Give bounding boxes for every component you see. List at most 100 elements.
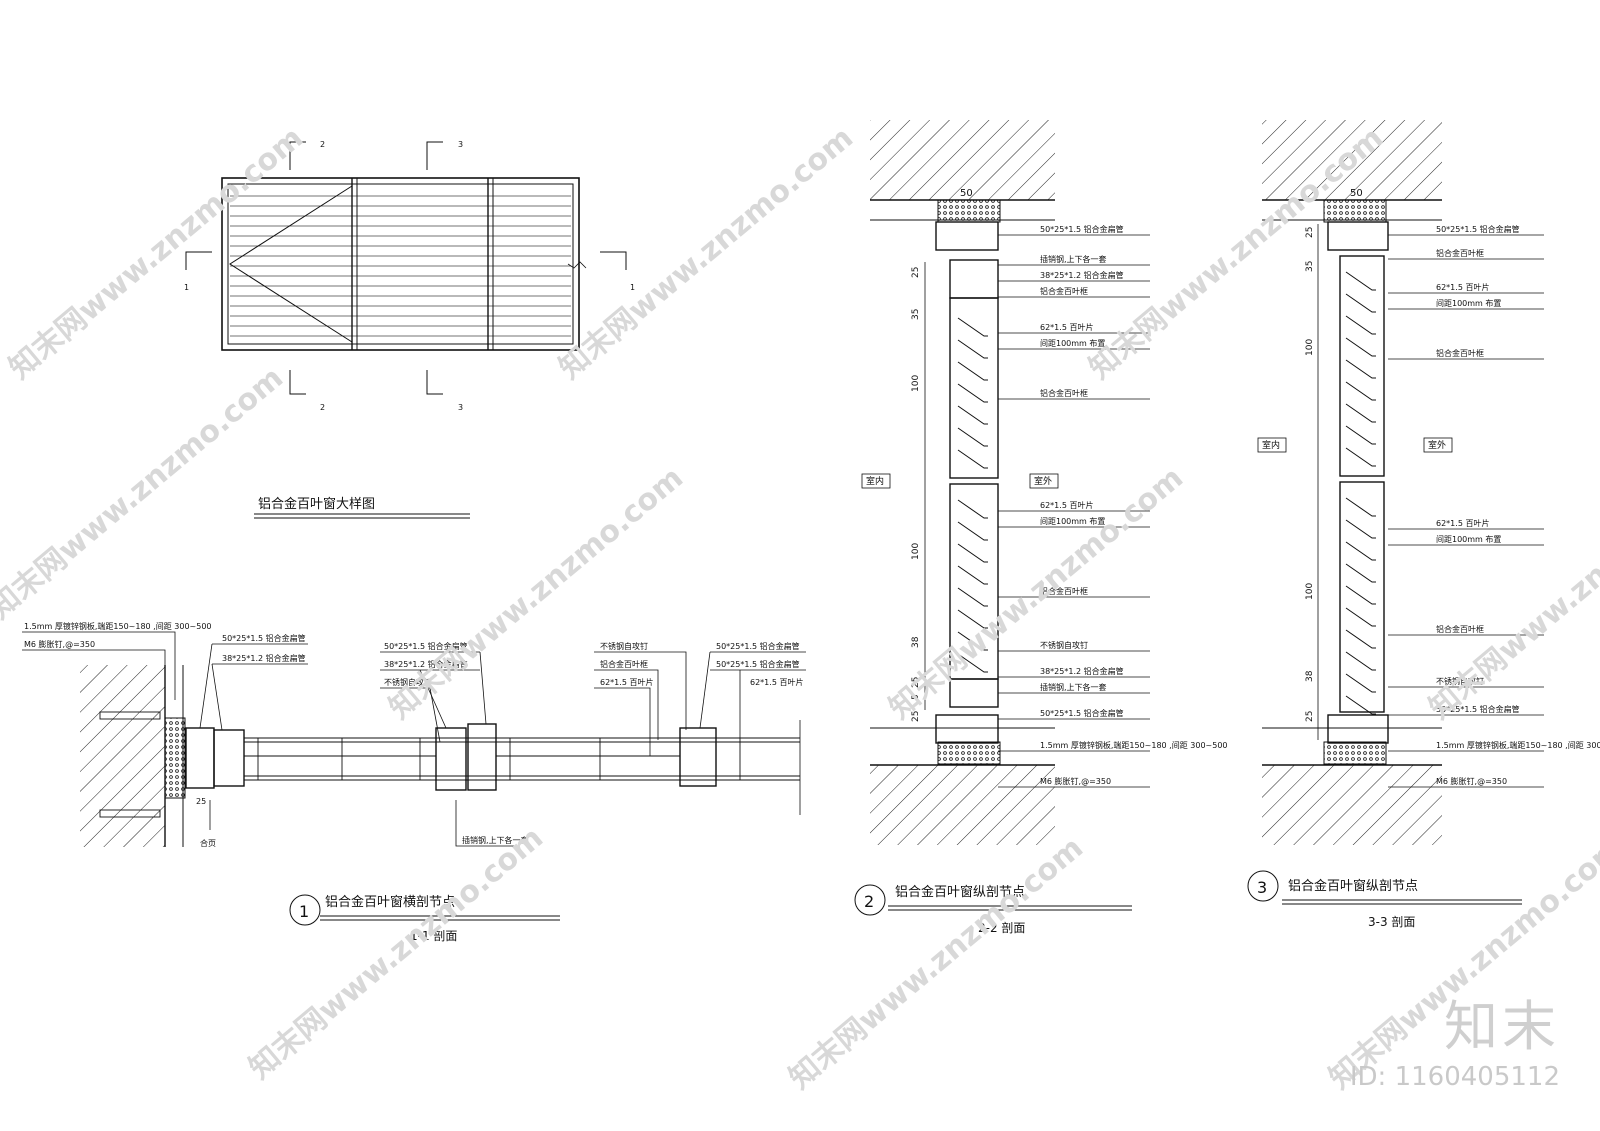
louver-blade (957, 427, 988, 447)
label-pipe-38: 38*25*1.2 铝合金扁管 (222, 653, 306, 663)
dim-label: 25 (1305, 227, 1315, 238)
watermark-text: 知末网www.znzmo.com (1083, 120, 1390, 386)
wall-hatch (80, 665, 165, 847)
top-dim: 50 (960, 188, 973, 199)
watermark-text: 知末网www.znzmo.com (783, 830, 1090, 1096)
label-pipe-50b: 50*25*1.5 铝合金扁管 (384, 641, 468, 651)
section-mark-3-bottom (426, 370, 443, 395)
section-mark-3-top (426, 141, 443, 170)
detail-number-circle (1247, 870, 1279, 902)
indoor-label: 室内 (1262, 439, 1280, 451)
louver-blade (1345, 563, 1376, 583)
leader-label: 50*25*1.5 铝合金扁管 (1436, 704, 1520, 714)
louver-blade (1345, 403, 1376, 423)
leader-label: 铝合金百叶框 (1040, 286, 1088, 296)
sealant-foam (164, 717, 186, 799)
louver-blade (957, 631, 988, 651)
leader-label: 38*25*1.2 铝合金扁管 (1040, 270, 1124, 280)
leader-label: 间距100mm 布置 (1040, 516, 1105, 526)
sash-top-pipe (949, 259, 999, 299)
detail-1-horizontal-section: 1.5mm 厚镀锌钢板,端距150~180 ,间距 300~500 M6 膨胀钉… (22, 621, 806, 943)
image-id: ID: 1160405112 (1349, 1062, 1560, 1092)
label-hinge: 合页 (200, 838, 216, 848)
frame-pipe-38x25 (213, 729, 245, 787)
louver-blades-section (957, 317, 988, 673)
section-mark-1-right (600, 251, 627, 270)
label-pipe-right-1: 50*25*1.5 铝合金扁管 (716, 641, 800, 651)
detail-number-circle (289, 894, 321, 926)
dim-label: 100 (1305, 339, 1315, 356)
watermark-text: 知末网www.znzmo.com (3, 120, 310, 386)
louver-blade (1345, 359, 1376, 379)
bottom-pipe (1327, 714, 1389, 744)
louver-blade (1345, 695, 1376, 715)
section-name: 1-1 剖面 (410, 929, 457, 943)
detail-title: 铝合金百叶窗纵剖节点 (895, 884, 1025, 900)
leader-label: 62*1.5 百叶片 (1436, 282, 1489, 292)
louver-blade (1345, 607, 1376, 627)
detail-number: 3 (1257, 878, 1267, 897)
top-pipe (935, 221, 999, 251)
label-pipe-38b: 38*25*1.2 铝合金扁管 (384, 659, 468, 669)
louver-blade (957, 499, 988, 519)
section-mark-1-left (185, 251, 212, 270)
label-screw-right: 不锈钢自攻钉 (600, 641, 648, 651)
leader-label: 间距100mm 布置 (1040, 338, 1105, 348)
detail-title: 铝合金百叶窗横剖节点 (325, 894, 455, 910)
dim-label: 5 (911, 694, 921, 700)
louver-blade (1345, 585, 1376, 605)
louver-blade (1345, 381, 1376, 401)
dim-label: 100 (911, 375, 921, 392)
section-name: 3-3 剖面 (1368, 915, 1415, 929)
section-mark-label: 1 (184, 283, 189, 292)
mullion-pipe (679, 727, 717, 787)
louver-blade (1345, 293, 1376, 313)
ceiling-hatch (1262, 120, 1442, 200)
expansion-bolt (99, 809, 161, 818)
louver-blade (1345, 519, 1376, 539)
dim-label: 25 (911, 267, 921, 278)
sash-pipe (435, 727, 467, 791)
elevation-title: 铝合金百叶窗大样图 (258, 496, 375, 512)
louver-blade (1345, 425, 1376, 445)
watermark-text: 知末网www.znzmo.com (0, 360, 290, 626)
section-name: 2-2 剖面 (978, 921, 1025, 935)
window-outer-frame (221, 177, 580, 351)
dim-label: 25 (911, 711, 921, 722)
sealant-bottom (1323, 741, 1387, 765)
frame-lower (1339, 481, 1385, 713)
floor-hatch (870, 765, 1055, 845)
outdoor-box (1029, 473, 1059, 489)
bottom-pipe (935, 714, 999, 744)
section-mark-label: 1 (630, 283, 635, 292)
leader-label: 50*25*1.5 铝合金扁管 (1040, 708, 1124, 718)
louver-blade (1345, 629, 1376, 649)
detail-1-leaders (22, 631, 806, 847)
louver-blade (1345, 673, 1376, 693)
outdoor-label: 室外 (1034, 475, 1052, 487)
louver-blade (957, 405, 988, 425)
leader-label: 铝合金百叶框 (1436, 348, 1484, 358)
section-mark-label: 2 (320, 403, 325, 412)
detail-number: 2 (864, 892, 874, 911)
sash-bottom-pipe (949, 678, 999, 708)
opening-direction-mark (229, 185, 353, 343)
top-dim: 50 (1350, 188, 1363, 199)
leader-label: 不锈钢自攻钉 (1040, 640, 1088, 650)
dim-label: 100 (1305, 583, 1315, 600)
louver-blade (957, 521, 988, 541)
leader-label: 不锈钢自攻钉 (1436, 676, 1484, 686)
louver-blade (1345, 271, 1376, 291)
indoor-box (1257, 437, 1287, 453)
louver-blade (957, 565, 988, 585)
label-blade-right: 62*1.5 百叶片 (600, 677, 653, 687)
louver-blade (1345, 447, 1376, 467)
brand-watermark: 知末 (1444, 995, 1560, 1058)
section-mark-2-bottom (289, 370, 306, 395)
leader-label: 铝合金百叶框 (1436, 624, 1484, 634)
louver-blade (957, 383, 988, 403)
